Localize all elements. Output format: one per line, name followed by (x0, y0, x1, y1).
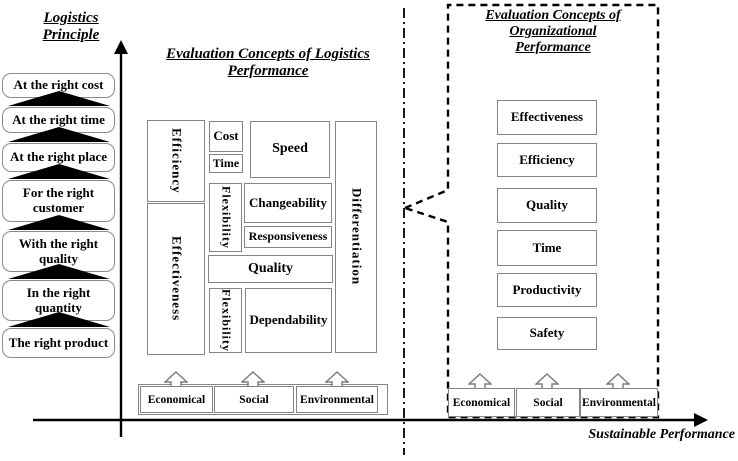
right-panel-title-line1: Evaluation Concepts of (485, 8, 621, 23)
org-box-effectiveness: Effectiveness (497, 100, 597, 135)
sustainability-box-environmental: Environmental (296, 386, 378, 413)
logistics-box-speed: Speed (250, 121, 330, 178)
logistics-box-responsiveness: Responsiveness (244, 226, 332, 248)
org-box-efficiency: Efficiency (497, 143, 597, 177)
logistics-box-differentiation: Differentiation (335, 121, 377, 353)
principle-box-right-product: The right product (2, 328, 115, 358)
box-label: Efficiency (169, 128, 185, 194)
box-label: Quality (526, 197, 568, 213)
box-label: Productivity (512, 281, 582, 297)
principle-label: At the right time (12, 111, 105, 127)
org-box-safety: Safety (497, 317, 597, 350)
x-axis-arrowhead-icon (694, 413, 708, 427)
cell-label: Social (239, 393, 269, 406)
sustainability-box-economical: Economical (140, 386, 213, 413)
cell-label: Environmental (300, 393, 374, 406)
org-box-productivity: Productivity (497, 273, 597, 307)
logistics-box-efficiency: Efficiency (147, 120, 205, 202)
box-label: Flexibility (219, 186, 234, 249)
left-panel-title-line2: Principle (42, 27, 100, 43)
logistics-box-flexibility-lower: Flexibility (209, 288, 242, 353)
up-triangle-icon (8, 312, 110, 327)
box-label: Differentiation (349, 188, 365, 286)
box-label: Speed (272, 141, 308, 157)
sustainability-box-social: Social (516, 388, 580, 417)
principle-label: The right product (8, 334, 109, 350)
logistics-box-quality: Quality (208, 255, 333, 283)
box-label: Effectiveness (510, 109, 584, 125)
right-panel-title-line3: Performance (515, 40, 591, 55)
org-box-time: Time (497, 230, 597, 266)
up-triangle-icon (8, 91, 110, 106)
principle-label: At the right place (9, 149, 108, 165)
left-panel-title: Logistics Principle (18, 10, 124, 44)
box-label: Flexibility (219, 289, 234, 352)
right-panel-title: Evaluation Concepts of Organizational Pe… (450, 8, 656, 56)
box-label: Efficiency (519, 151, 575, 167)
up-triangle-icon (8, 215, 110, 230)
org-box-quality: Quality (497, 188, 597, 223)
box-label: Changeability (248, 194, 327, 210)
box-label: Quality (247, 260, 294, 276)
up-triangle-icon (8, 127, 110, 142)
sustainability-box-economical: Economical (448, 388, 515, 417)
logistics-box-time: Time (209, 154, 243, 173)
box-label: Cost (213, 128, 239, 144)
principle-label: At the right cost (13, 77, 104, 93)
box-label: Responsiveness (248, 229, 328, 244)
middle-panel-title: Evaluation Concepts of Logistics Perform… (150, 46, 386, 80)
box-label: Safety (529, 325, 565, 341)
box-label: Effectiveness (169, 236, 185, 322)
left-panel-title-line1: Logistics (43, 10, 99, 26)
middle-panel-title-line1: Evaluation Concepts of Logistics (166, 46, 370, 62)
right-panel-title-line2: Organizational (509, 24, 597, 39)
cell-label: Social (533, 396, 563, 409)
cell-label: Environmental (582, 396, 656, 409)
principle-label: With the right quality (18, 235, 99, 266)
logistics-box-cost: Cost (209, 121, 243, 152)
logistics-box-dependability: Dependability (245, 288, 332, 353)
logistics-box-effectiveness: Effectiveness (147, 203, 205, 355)
box-label: Dependability (249, 312, 328, 328)
principle-label: For the right customer (22, 185, 95, 215)
up-triangle-icon (8, 264, 110, 279)
middle-panel-title-line2: Performance (227, 63, 309, 79)
box-label: Time (212, 155, 240, 170)
logistics-box-changeability: Changeability (244, 183, 332, 223)
cell-label: Economical (147, 393, 206, 406)
x-axis-label: Sustainable Performance (588, 427, 735, 442)
logistics-box-flexibility-upper: Flexibility (209, 183, 242, 252)
principle-label: In the right quantity (26, 284, 91, 315)
sustainability-box-environmental: Environmental (580, 388, 658, 417)
up-triangle-icon (8, 164, 110, 179)
box-label: Time (532, 239, 562, 255)
sustainability-box-social: Social (214, 386, 294, 413)
cell-label: Economical (452, 396, 511, 409)
